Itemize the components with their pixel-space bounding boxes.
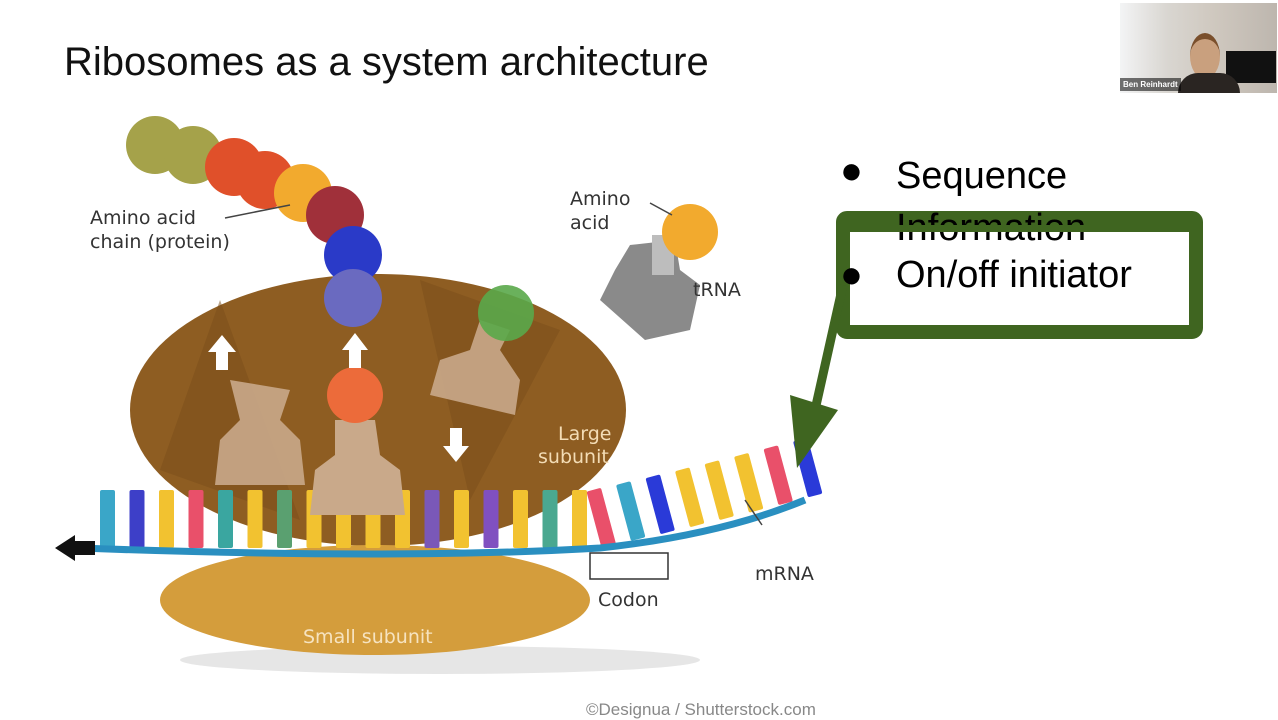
highlight-box bbox=[836, 211, 1203, 339]
label-mrna: mRNA bbox=[755, 563, 814, 585]
label-acid: acid bbox=[570, 212, 609, 234]
label-trna: tRNA bbox=[693, 279, 741, 301]
label-amino-chain: Amino acid bbox=[90, 207, 196, 229]
label-amino-chain-2: chain (protein) bbox=[90, 231, 230, 253]
arrow-left-icon bbox=[55, 535, 95, 561]
nucleotide-base bbox=[513, 490, 528, 548]
participant-video bbox=[1190, 33, 1220, 79]
annotation-arrow bbox=[810, 284, 848, 411]
nucleotide-base bbox=[483, 490, 499, 548]
nucleotide-base bbox=[645, 474, 675, 534]
amino-acid-chain bbox=[126, 116, 382, 327]
nucleotide-base bbox=[454, 490, 469, 548]
arrowhead-icon bbox=[790, 395, 838, 468]
label-codon: Codon bbox=[598, 589, 659, 611]
slide-title: Ribosomes as a system architecture bbox=[64, 40, 709, 84]
participant-name: Ben Reinhardt bbox=[1120, 78, 1181, 91]
nucleotide-base bbox=[704, 460, 734, 520]
codon-bracket bbox=[589, 552, 669, 580]
nucleotide-base bbox=[675, 467, 705, 527]
nucleotide-base bbox=[129, 490, 145, 548]
trna-molecule bbox=[600, 240, 700, 340]
bullet-item: ●On/off initiator bbox=[840, 254, 1132, 296]
nucleotide-base bbox=[277, 490, 292, 548]
nucleotide-base bbox=[247, 490, 263, 548]
nucleotide-base bbox=[188, 490, 204, 548]
image-credit: ©Designua / Shutterstock.com bbox=[586, 700, 816, 719]
shadow bbox=[180, 646, 700, 674]
webcam-thumbnail[interactable]: Ben Reinhardt bbox=[1120, 3, 1277, 93]
nucleotide-base bbox=[159, 490, 174, 548]
nucleotide-base bbox=[542, 490, 558, 548]
nucleotide-base bbox=[734, 453, 764, 513]
nucleotide-base bbox=[616, 481, 646, 541]
nucleotide-base bbox=[424, 490, 440, 548]
bullet-text: On/off initiator bbox=[896, 254, 1132, 296]
nucleotide-base bbox=[218, 490, 233, 548]
nucleotide-base bbox=[572, 490, 587, 548]
mrna-strand bbox=[79, 496, 807, 558]
label-small-subunit: Small subunit bbox=[303, 626, 433, 648]
label-subunit: subunit bbox=[538, 446, 609, 468]
nucleotide-base bbox=[100, 490, 115, 548]
small-subunit bbox=[160, 545, 590, 655]
amino-acid bbox=[324, 226, 382, 284]
nucleotide-base bbox=[586, 488, 616, 548]
free-amino-acid bbox=[662, 204, 718, 260]
label-amino: Amino bbox=[570, 188, 630, 210]
nucleotide-base bbox=[763, 445, 793, 505]
amino-acid bbox=[324, 269, 382, 327]
label-large: Large bbox=[558, 423, 611, 445]
